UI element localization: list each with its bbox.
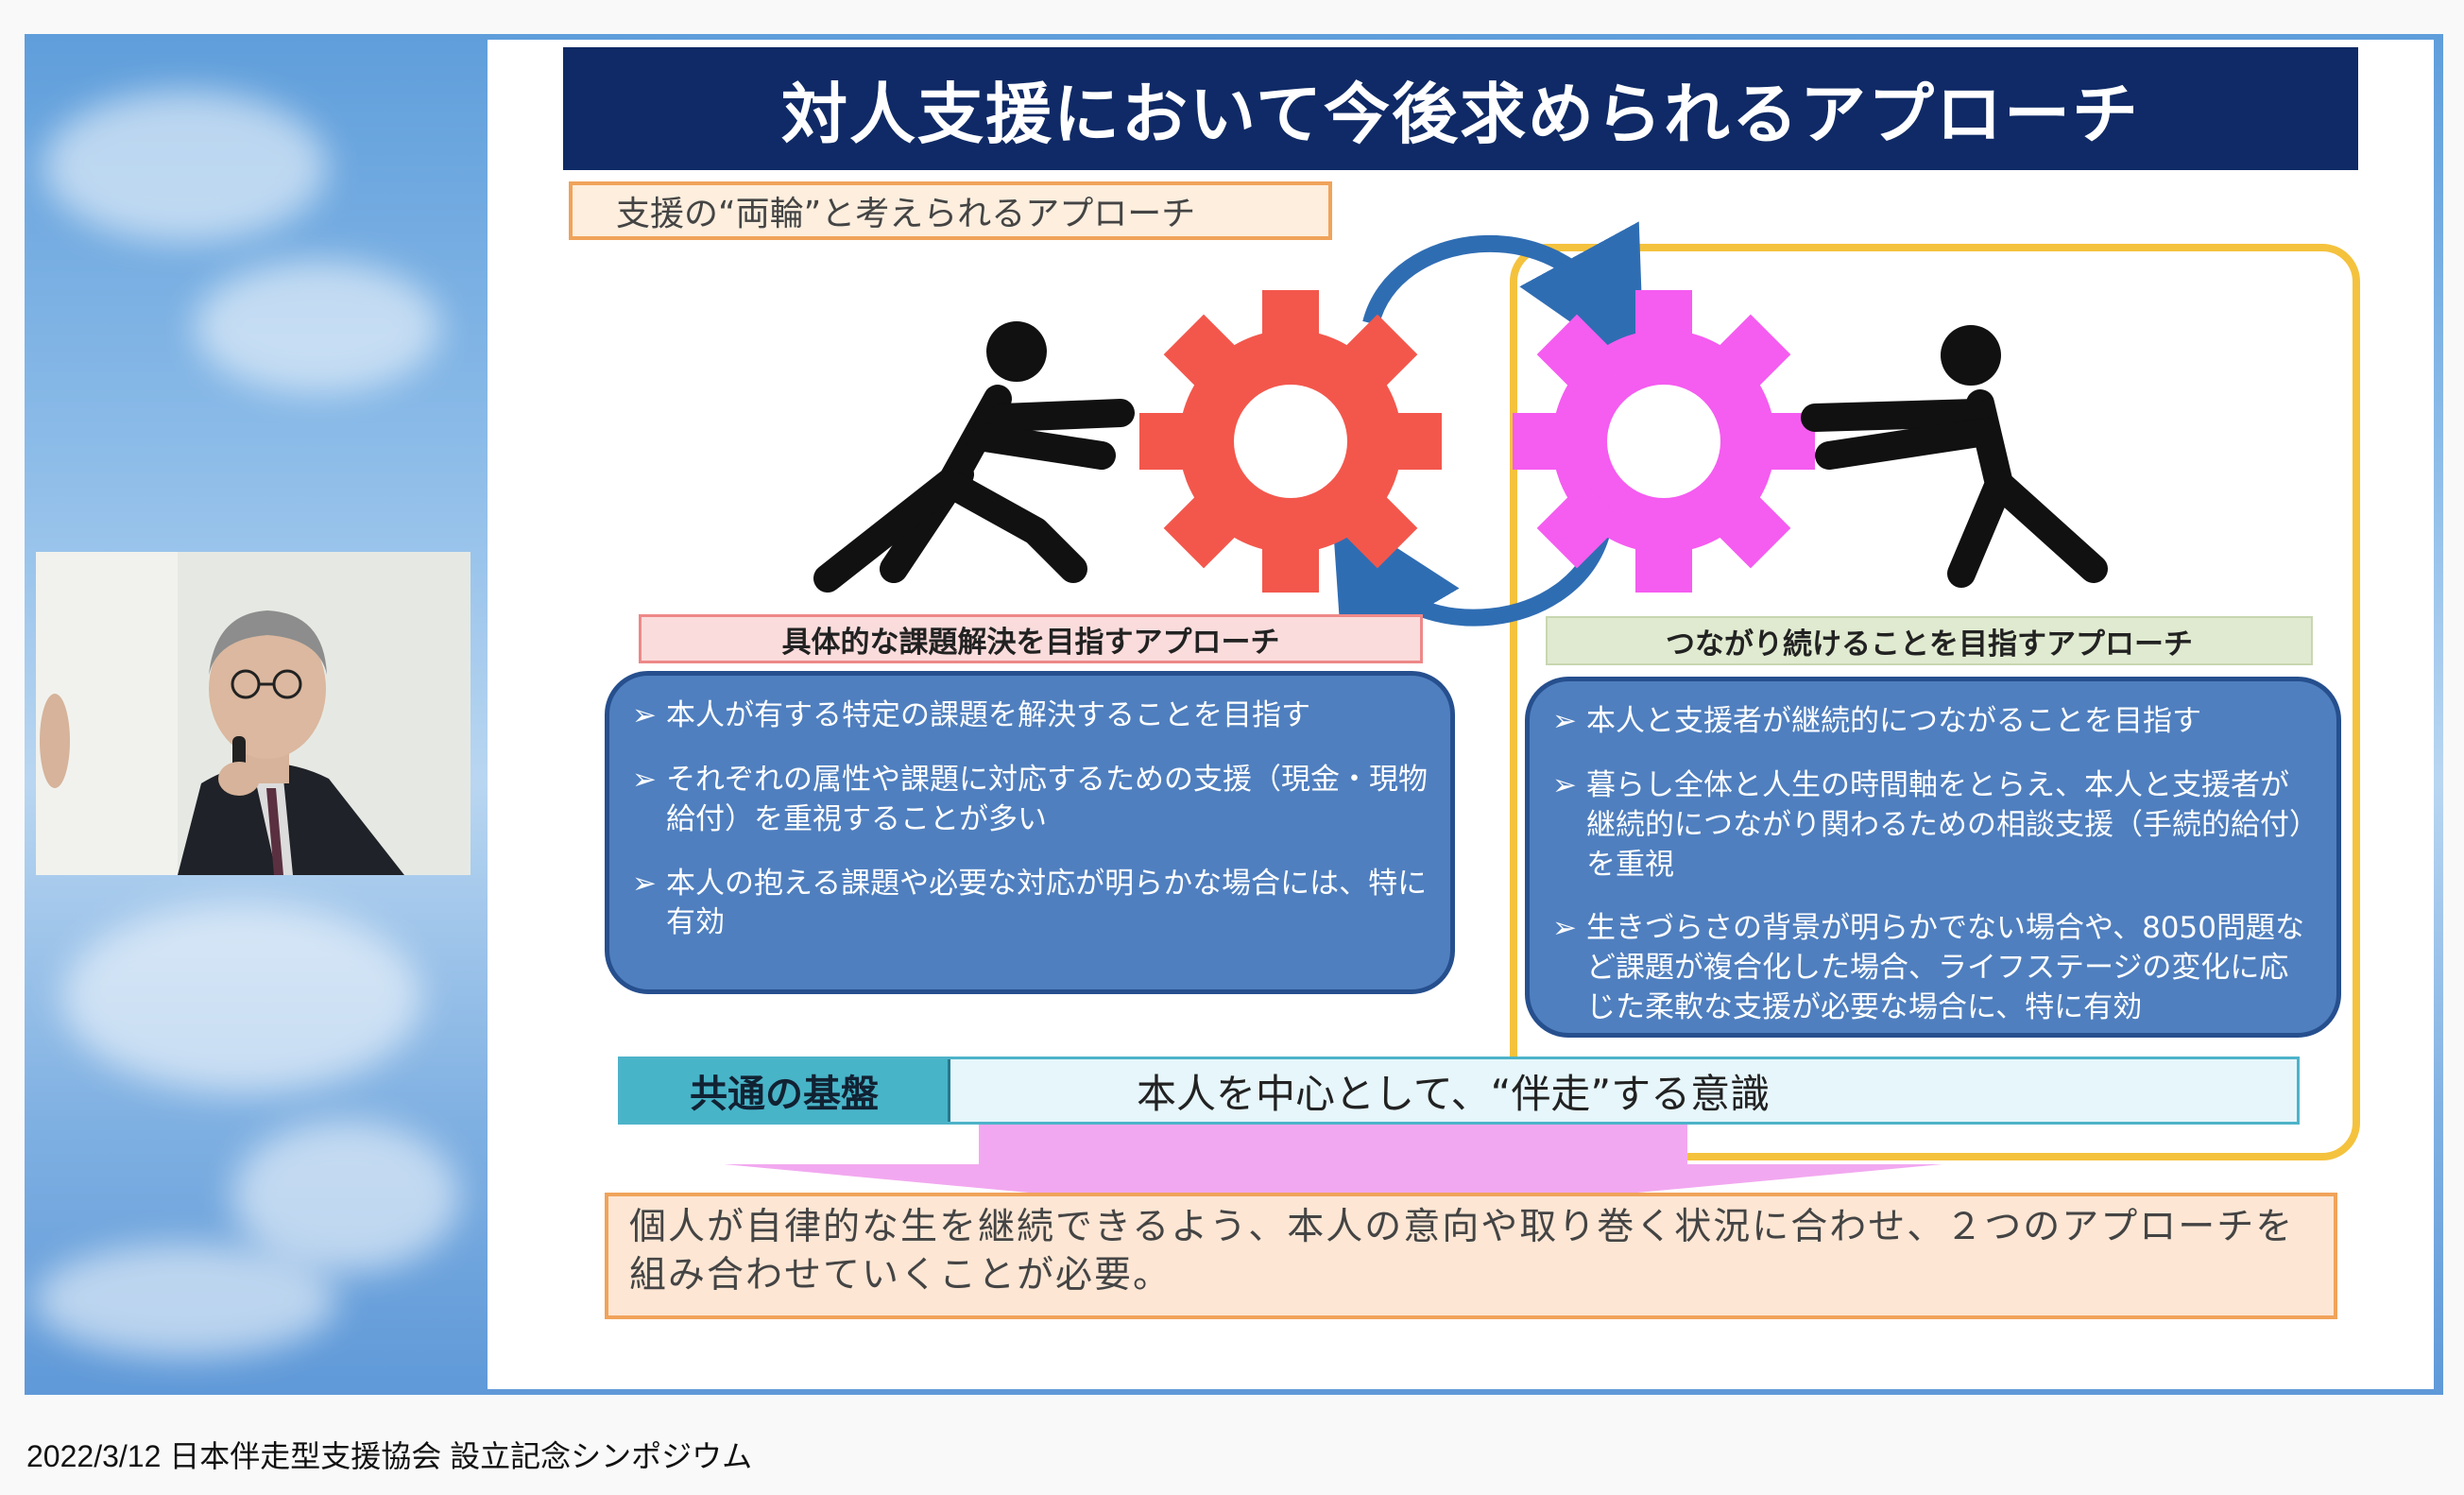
list-item: ➢本人と支援者が継続的につながることを目指す <box>1552 704 2201 738</box>
left-approach-heading: 具体的な課題解決を目指すアプローチ <box>639 614 1423 663</box>
highlight-frame <box>1510 244 2360 1160</box>
left-approach-panel: ➢本人が有する特定の課題を解決することを目指す ➢それぞれの属性や課題に対応する… <box>605 671 1455 994</box>
list-item: ➢それぞれの属性や課題に対応するための支援（現金・現物給付）を重視することが多い <box>632 762 1428 836</box>
common-foundation-bar: 共通の基盤 本人を中心として、“伴走”する意識 <box>618 1057 2300 1125</box>
gear-icon <box>1513 290 1815 593</box>
gear-icon <box>1139 290 1442 593</box>
speaker-video <box>36 552 471 875</box>
common-foundation-text: 本人を中心として、“伴走”する意識 <box>1137 1070 1771 1117</box>
pushing-person-icon <box>813 321 1135 593</box>
presentation-slide: 対人支援において今後求められるアプローチ 支援の“両輪”と考えられるアプローチ <box>488 40 2434 1389</box>
common-foundation-label: 共通の基盤 <box>621 1059 950 1122</box>
video-caption: 2022/3/12 日本伴走型支援協会 設立記念シンポジウム <box>26 1439 753 1473</box>
list-item: ➢生きづらさの背景が明らかでない場合や、8050問題など課題が複合化した場合、ラ… <box>1552 911 2304 1025</box>
list-item: ➢本人の抱える課題や必要な対応が明らかな場合には、特に有効 <box>632 866 1428 940</box>
cycle-arrow-icon <box>1331 505 1611 658</box>
right-approach-panel: ➢本人と支援者が継続的につながることを目指す ➢暮らし全体と人生の時間軸をとらえ… <box>1525 677 2341 1038</box>
list-item: ➢本人が有する特定の課題を解決することを目指す <box>632 698 1310 732</box>
speaker-webcam <box>36 552 471 875</box>
list-item: ➢暮らし全体と人生の時間軸をとらえ、本人と支援者が継続的につながり関わるための相… <box>1552 767 2304 882</box>
slide-title: 対人支援において今後求められるアプローチ <box>563 47 2358 170</box>
down-arrow-icon <box>724 1110 1942 1221</box>
right-approach-heading: つながり続けることを目指すアプローチ <box>1546 616 2313 665</box>
conclusion-box: 個人が自律的な生を継続できるよう、本人の意向や取り巻く状況に合わせ、２つのアプロ… <box>605 1193 2337 1319</box>
gears-illustration <box>724 221 2108 1221</box>
video-player[interactable]: 対人支援において今後求められるアプローチ 支援の“両輪”と考えられるアプローチ <box>25 34 2443 1395</box>
cycle-arrow-icon <box>1362 221 1645 374</box>
slide-subtitle: 支援の“両輪”と考えられるアプローチ <box>569 181 1332 240</box>
pushing-person-icon <box>1801 325 2108 588</box>
